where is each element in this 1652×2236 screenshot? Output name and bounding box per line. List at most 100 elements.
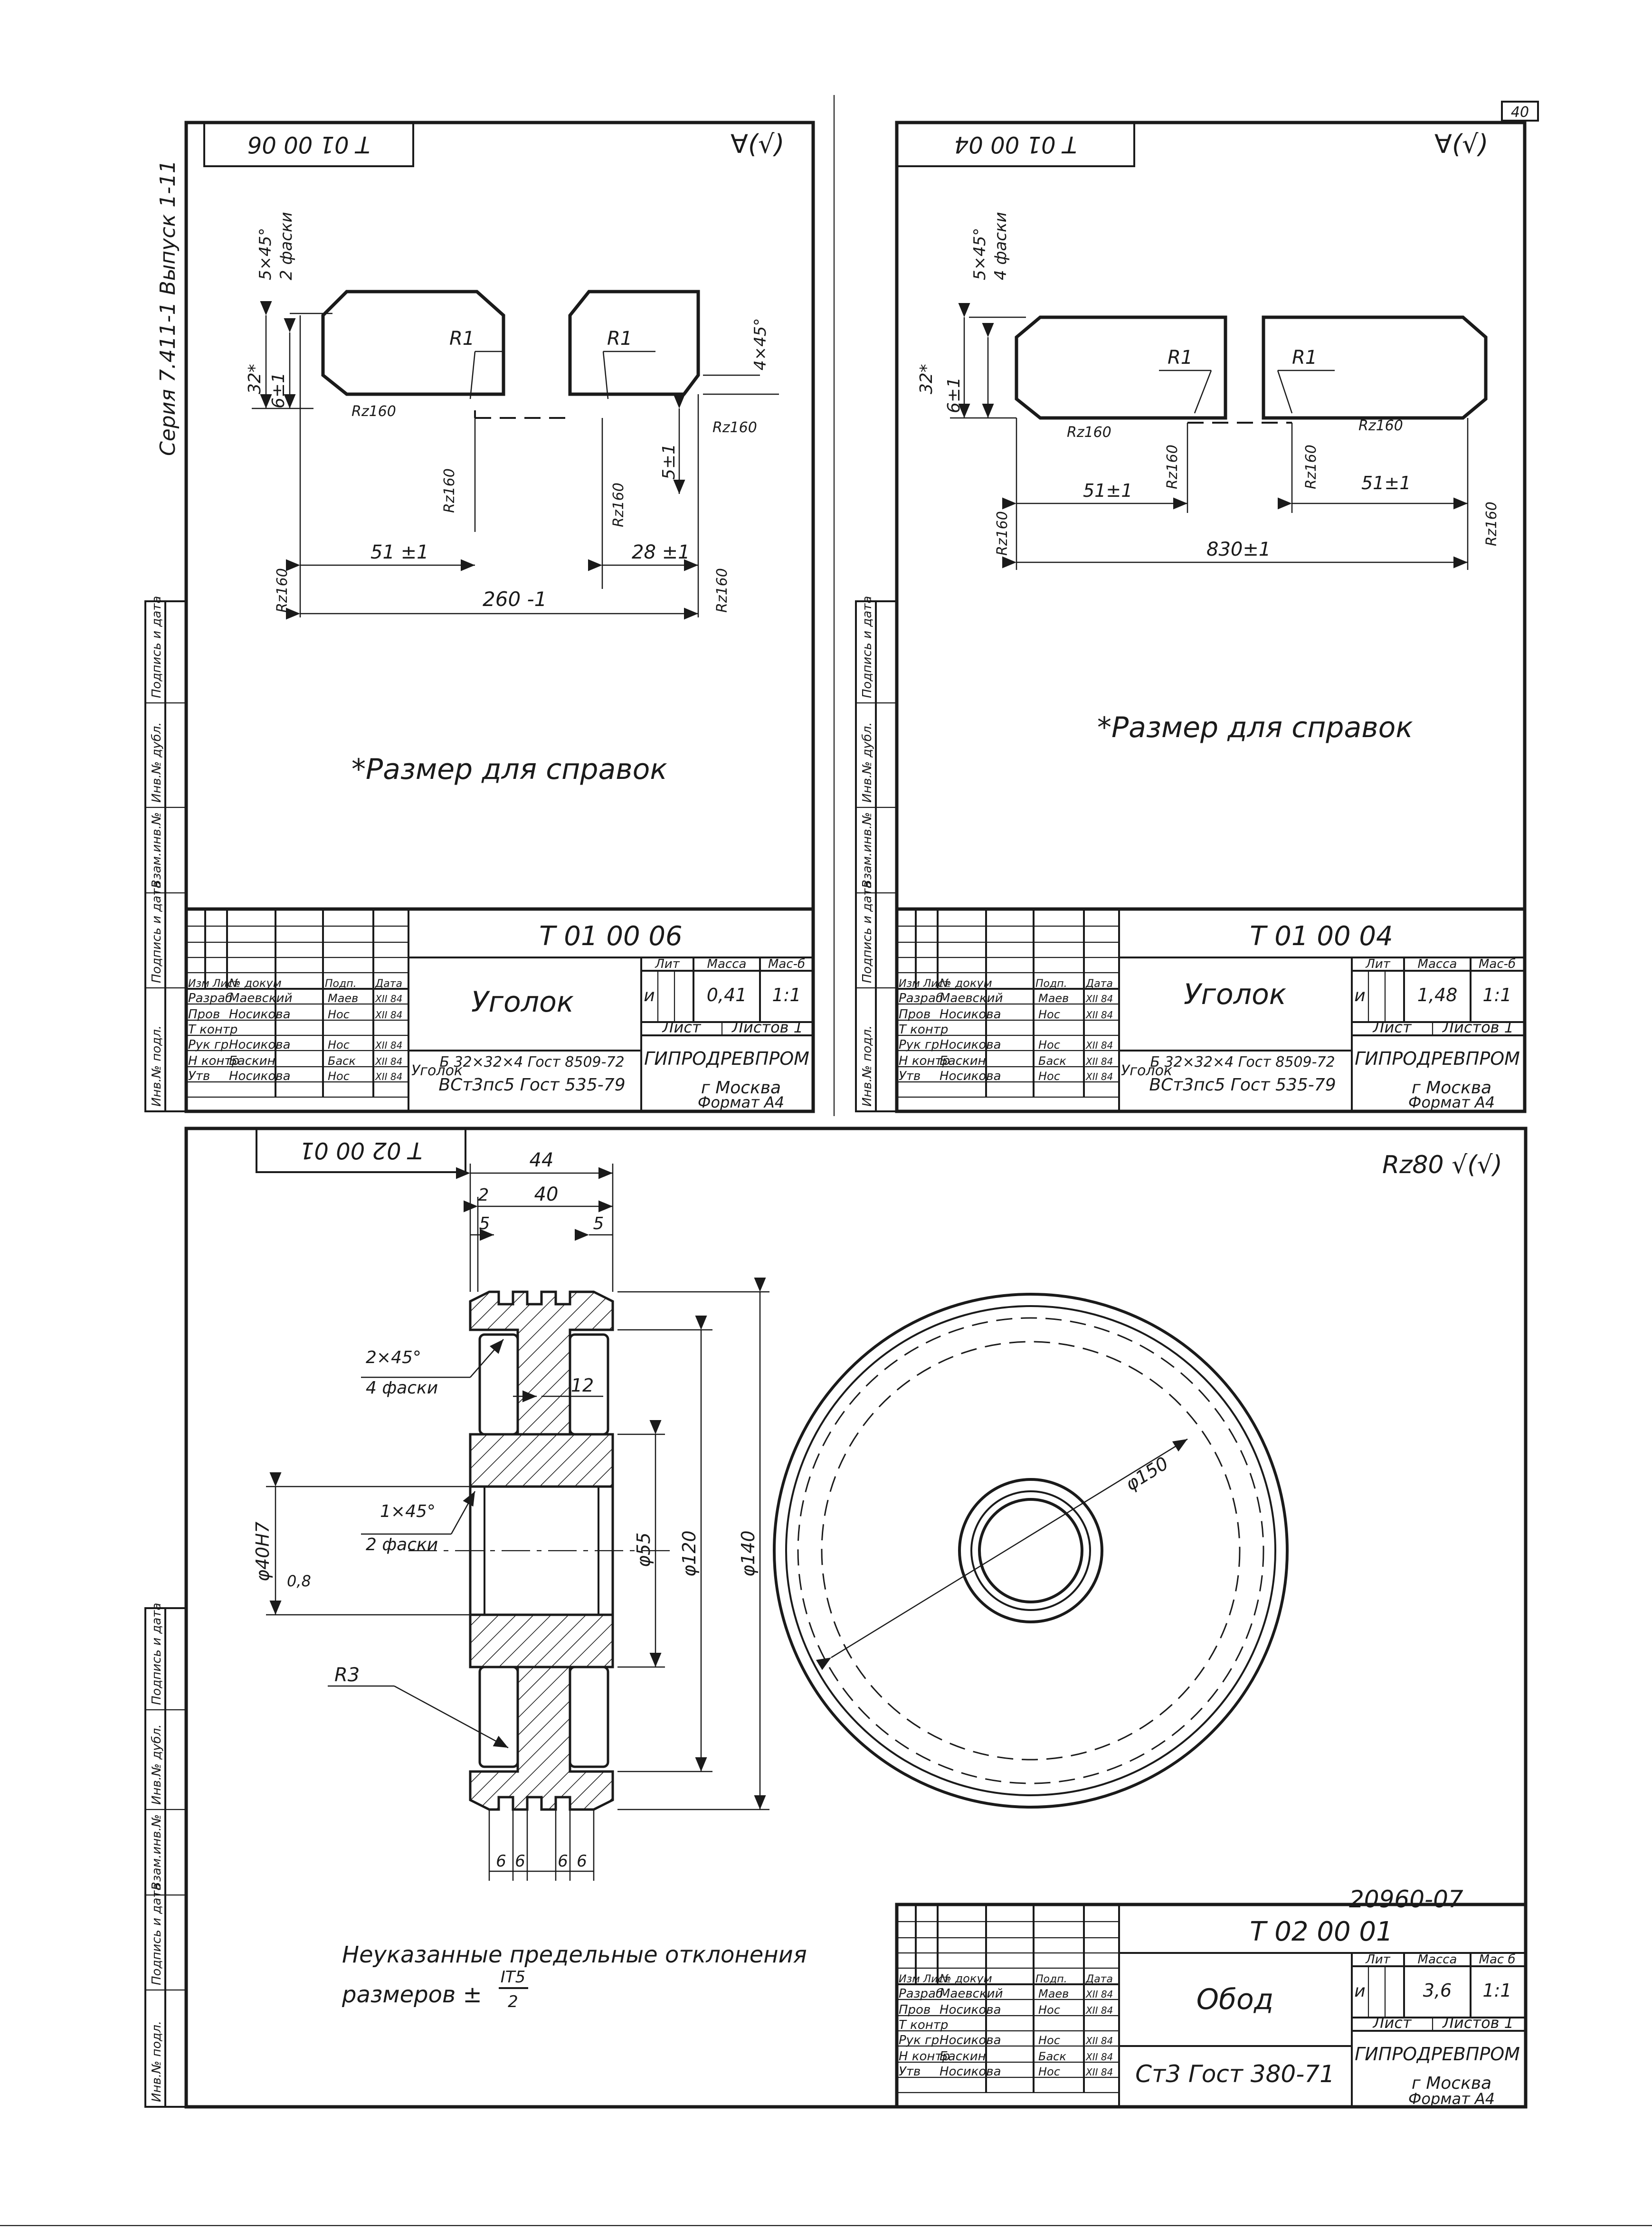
side-stamp-1: Инв.№ подл. — [150, 1025, 164, 1107]
tb-material-1: Б 32×32×4 Гост 8509-72 — [1150, 1054, 1335, 1071]
tb-row-sign: Нос — [1038, 1070, 1060, 1083]
tb-city: г Москва — [1412, 1078, 1491, 1098]
dim-rz-a: Rz160 — [1067, 424, 1111, 441]
dim-d150: φ150 — [1121, 1453, 1172, 1495]
code-stamp-box — [256, 1127, 466, 1173]
tb-row-date: XII 84 — [1085, 1989, 1113, 2000]
tb-row-sign: Нос — [328, 1038, 350, 1052]
tb-row-sign: Баск — [328, 1054, 356, 1068]
dim-d40: φ40Н7 — [252, 1522, 273, 1582]
tb-lit-header: Лит — [1365, 957, 1390, 971]
angle-piece-left — [321, 290, 505, 396]
tb-row-date: Дата — [1085, 978, 1113, 990]
tb-format: Формат А4 — [1408, 1093, 1495, 1111]
tb-row-sign: Подп. — [1035, 978, 1067, 990]
dim-r3: R3 — [334, 1664, 360, 1686]
tb-row-sign: Подп. — [1035, 1973, 1067, 1985]
tb-row-name: Носикова — [229, 1007, 291, 1022]
tb-scale-header: Мас-б — [768, 957, 805, 971]
tolerance-fraction-top: IT5 — [501, 1968, 525, 1987]
tb-mass: 1,48 — [1417, 985, 1458, 1005]
doc-number: 20960-07 — [1349, 1885, 1463, 1913]
dim-d120: φ120 — [679, 1530, 700, 1577]
dim-chamfer-1-note: 4 фаски — [366, 1378, 438, 1398]
dim-r1-a: R1 — [1168, 347, 1193, 369]
tb-row-name: Баскин — [940, 2049, 986, 2064]
code-stamp-box — [203, 122, 414, 167]
tb-org: ГИПРОДРЕВПРОМ — [1355, 2044, 1520, 2065]
dim-l51: 51 ±1 — [370, 541, 429, 563]
tb-row-role: Утв — [899, 2065, 921, 2079]
tb-row-date: XII 84 — [375, 1071, 402, 1082]
tb-row-role: Пров — [188, 1007, 220, 1022]
tb-sheets: Листов 1 — [1442, 2014, 1514, 2032]
tb-scale: 1:1 — [772, 985, 801, 1005]
tb-scale: 1:1 — [1482, 1980, 1511, 2001]
tb-row-sign: Нос — [1038, 1038, 1060, 1052]
tb-lit: и — [1354, 1981, 1365, 2001]
dim-w5-b: 5 — [593, 1214, 604, 1233]
roughness-symbol: Rz80 √(√) — [1382, 1151, 1502, 1179]
side-stamp-4: Инв.№ дубл. — [860, 722, 874, 803]
dim-chamfer-right: 4×45° — [751, 318, 770, 370]
tb-mass: 3,6 — [1423, 1980, 1452, 2001]
tb-material-prefix: Уголок — [411, 1062, 463, 1079]
side-stamp-4: Инв.№ дубл. — [150, 1724, 164, 1805]
dim-rz-f: Rz160 — [1483, 502, 1500, 546]
tb-row-name: Носикова — [229, 1038, 291, 1052]
dim-chamfer-2-note: 2 фаски — [366, 1535, 438, 1554]
rim-section-view — [408, 1290, 674, 1811]
dim-rz-f: Rz160 — [714, 568, 731, 613]
tb-row-date: XII 84 — [375, 1056, 402, 1067]
tb-row-sign: Нос — [328, 1070, 350, 1083]
tb-name: Обод — [1196, 1983, 1273, 2016]
dim-h6: 6±1 — [944, 377, 964, 413]
dim-chamfer-1: 2×45° — [366, 1348, 421, 1367]
side-stamp-2: Подпись и дата — [150, 1883, 164, 1985]
tb-city: г Москва — [1412, 2074, 1491, 2093]
tb-row-sign: Баск — [1038, 2050, 1066, 2063]
reference-note: *Размер для справок — [1097, 711, 1413, 744]
tb-row-role: Т контр — [188, 1023, 237, 1037]
tb-row-date: XII 84 — [375, 1040, 402, 1051]
tb-row-sign: Маев — [328, 992, 358, 1005]
tb-row-date: XII 84 — [1085, 1040, 1113, 1051]
tb-row-name: Баскин — [940, 1054, 986, 1068]
tb-row-date: XII 84 — [375, 993, 402, 1004]
tb-row-sign: Подп. — [325, 978, 357, 990]
tb-row-date: XII 84 — [1085, 2066, 1113, 2078]
dim-r1-a: R1 — [449, 328, 475, 350]
tb-row-date: XII 84 — [1085, 1071, 1113, 1082]
tb-row-name: Носикова — [229, 1069, 291, 1083]
tb-row-role: Разраб — [899, 991, 943, 1005]
side-stamp-5: Подпись и дата — [150, 596, 164, 698]
tb-sheet: Лист — [662, 1018, 701, 1036]
tb-row-sign: Нос — [1038, 1008, 1060, 1021]
side-stamp-3: Взам.инв.№ — [860, 812, 874, 888]
tb-row-role: Рук гр — [188, 1038, 228, 1052]
dim-rz-b: Rz160 — [712, 419, 757, 436]
code-stamp: Т 02 00 01 — [300, 1137, 422, 1164]
tolerance-fraction-bottom: 2 — [508, 1992, 518, 2011]
page-number: 40 — [1511, 104, 1529, 121]
tb-row-name: Носикова — [940, 1069, 1001, 1083]
dim-chamfer-note: 4 фаски — [991, 212, 1010, 280]
tb-row-role: Н контр — [899, 2049, 950, 2064]
tb-scale: 1:1 — [1482, 985, 1511, 1005]
tb-row-sign: Баск — [1038, 1054, 1066, 1068]
tb-row-role: Н контр — [188, 1054, 239, 1068]
tb-org: ГИПРОДРЕВПРОМ — [644, 1048, 809, 1069]
tb-row-role: Изм Лист — [899, 1973, 950, 1985]
dim-rz-d: Rz160 — [1303, 445, 1320, 489]
tb-sheets: Листов 1 — [1442, 1018, 1514, 1036]
tb-row-role: Утв — [899, 1069, 921, 1083]
tb-row-date: XII 84 — [1085, 2051, 1113, 2063]
dim-h5: 5±1 — [659, 444, 679, 480]
tb-lit: и — [1354, 986, 1365, 1005]
tb-row-name: Носикова — [940, 1007, 1001, 1022]
tb-row-role: Утв — [188, 1069, 210, 1083]
tb-sheet: Лист — [1372, 2014, 1412, 2032]
dim-h32: 32* — [917, 364, 936, 394]
rim-front-view — [773, 1293, 1289, 1809]
side-stamp-2: Подпись и дата — [860, 881, 874, 983]
